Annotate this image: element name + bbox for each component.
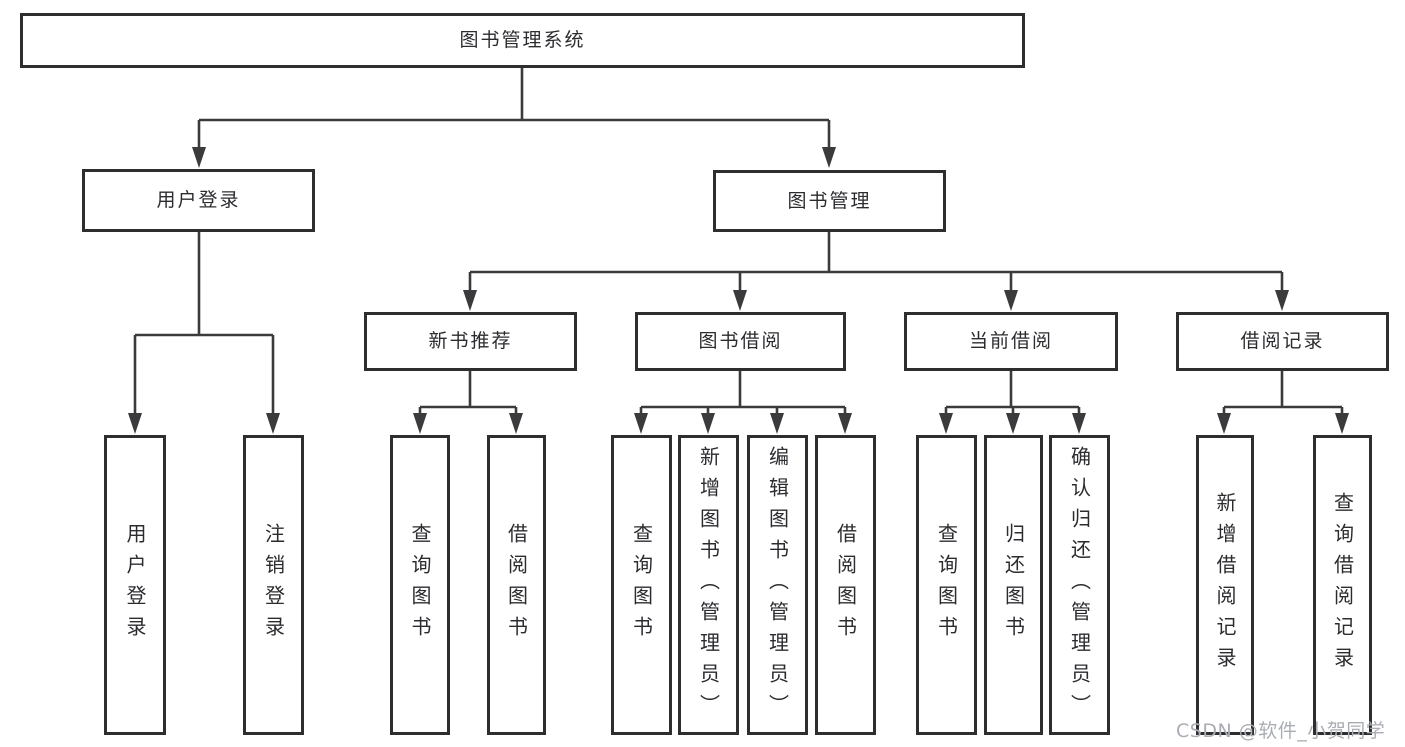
- leaf-add-borrow-record-label: 新增借阅记录: [1213, 492, 1237, 678]
- node-user-login: 用户登录: [82, 169, 315, 232]
- leaf-add-books-admin-label: 新增图书（管理员）: [696, 445, 721, 725]
- node-book-management: 图书管理: [713, 170, 946, 232]
- node-new-book-recommend: 新书推荐: [364, 312, 577, 371]
- node-book-borrowing: 图书借阅: [635, 312, 846, 371]
- leaf-borrow-books-recommend-label: 借阅图书: [504, 523, 529, 647]
- leaf-query-books-borrowing: 查询图书: [611, 435, 672, 735]
- csdn-watermark: CSDN @软件_小贺同学: [1176, 720, 1386, 742]
- leaf-query-books-recommend-label: 查询图书: [408, 523, 432, 647]
- leaf-borrow-books-borrowing: 借阅图书: [815, 435, 876, 735]
- leaf-return-books: 归还图书: [984, 435, 1043, 735]
- leaf-user-login: 用户登录: [104, 435, 166, 735]
- leaf-query-books-current-label: 查询图书: [934, 523, 959, 647]
- leaf-borrow-books-borrowing-label: 借阅图书: [833, 523, 858, 647]
- leaf-add-books-admin: 新增图书（管理员）: [678, 435, 739, 735]
- leaf-confirm-return-admin: 确认归还（管理员）: [1049, 435, 1110, 735]
- leaf-confirm-return-admin-label: 确认归还（管理员）: [1067, 445, 1092, 725]
- leaf-query-borrow-record: 查询借阅记录: [1313, 435, 1372, 735]
- node-borrowing-records: 借阅记录: [1176, 312, 1389, 371]
- node-library-management-system: 图书管理系统: [20, 13, 1025, 68]
- leaf-user-login-label: 用户登录: [123, 523, 147, 647]
- leaf-query-books-current: 查询图书: [916, 435, 977, 735]
- leaf-return-books-label: 归还图书: [1001, 523, 1026, 647]
- node-current-borrowing: 当前借阅: [904, 312, 1118, 371]
- leaf-add-borrow-record: 新增借阅记录: [1196, 435, 1254, 735]
- leaf-logout-label: 注销登录: [261, 523, 286, 647]
- leaf-query-books-borrowing-label: 查询图书: [629, 523, 654, 647]
- leaf-query-books-recommend: 查询图书: [390, 435, 450, 735]
- leaf-borrow-books-recommend: 借阅图书: [487, 435, 546, 735]
- leaf-edit-books-admin: 编辑图书（管理员）: [747, 435, 808, 735]
- leaf-logout: 注销登录: [243, 435, 304, 735]
- leaf-edit-books-admin-label: 编辑图书（管理员）: [765, 445, 790, 725]
- leaf-query-borrow-record-label: 查询借阅记录: [1330, 492, 1355, 678]
